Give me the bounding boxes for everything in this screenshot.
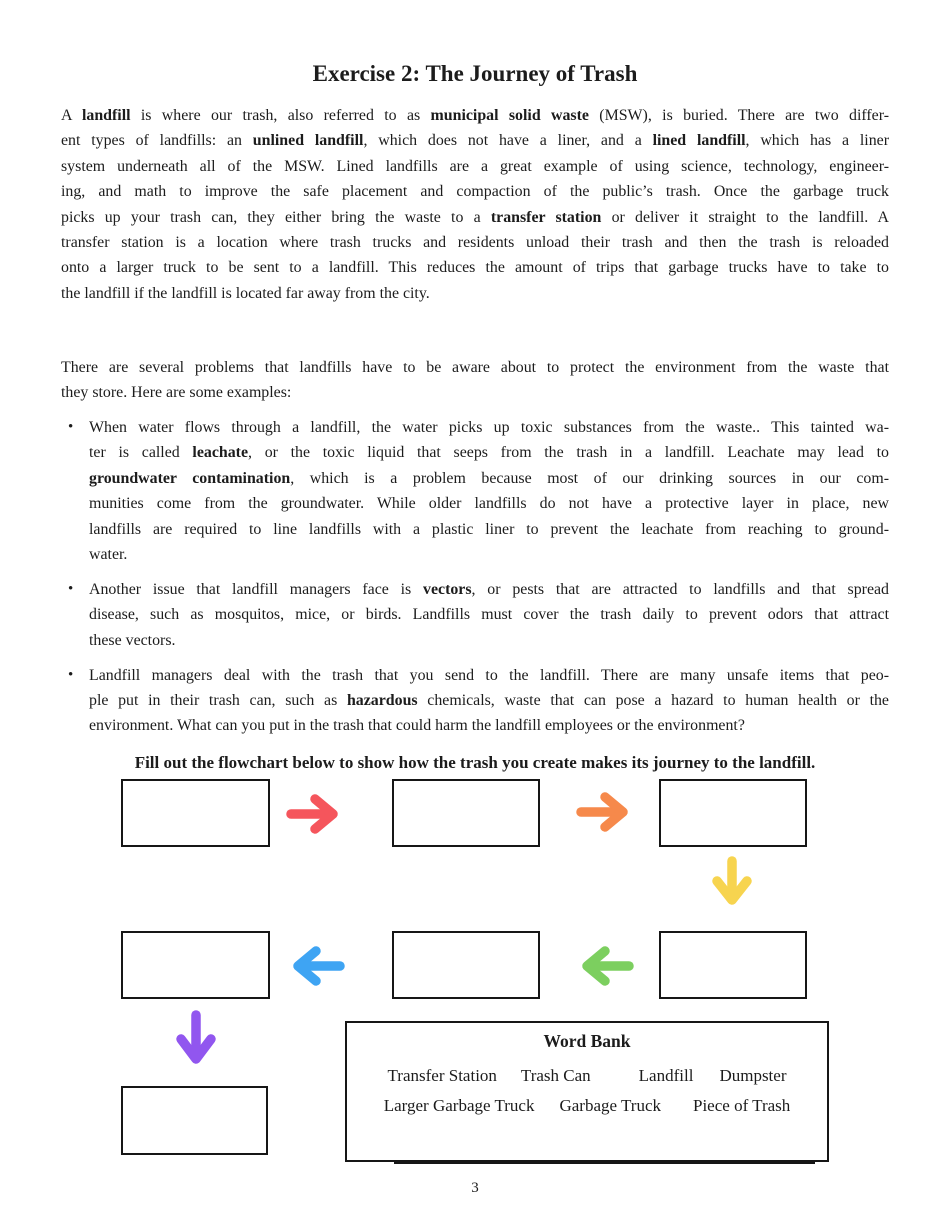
word-landfill: Landfill	[638, 1066, 694, 1085]
flowchart-box-5[interactable]	[392, 931, 540, 999]
flowchart-box-3[interactable]	[659, 779, 807, 847]
flowchart-box-4[interactable]	[121, 931, 270, 999]
intro-paragraph: A landfill is where our trash, also refe…	[61, 107, 889, 302]
arrow-right-orange-icon	[576, 792, 628, 832]
arrow-down-purple-icon	[176, 1010, 216, 1064]
word-bank: Word Bank Transfer Station Trash Can Lan…	[345, 1021, 829, 1162]
word-bank-row-1: Transfer Station Trash Can Landfill Dump…	[347, 1066, 827, 1086]
word-transfer-station: Transfer Station	[387, 1066, 497, 1085]
arrow-down-yellow-icon	[712, 856, 752, 905]
page-title: Exercise 2: The Journey of Trash	[312, 61, 638, 86]
bullet-hazardous: Landfill managers deal with the trash th…	[61, 663, 889, 739]
word-dumpster: Dumpster	[719, 1066, 787, 1085]
word-bank-row-2: Larger Garbage Truck Garbage Truck Piece…	[347, 1096, 827, 1116]
word-larger-garbage-truck: Larger Garbage Truck	[383, 1096, 535, 1115]
arrow-right-red-icon	[286, 794, 338, 834]
word-bank-title: Word Bank	[543, 1031, 631, 1051]
page-number: 3	[471, 1180, 479, 1196]
word-trash-can: Trash Can	[520, 1066, 591, 1085]
bullet-leachate: When water flows through a landfill, the…	[61, 415, 889, 567]
word-bank-underline	[394, 1161, 815, 1164]
bullet-vectors: Another issue that landfill managers fac…	[61, 577, 889, 653]
arrow-left-blue-icon	[293, 946, 345, 986]
flowchart-box-2[interactable]	[392, 779, 540, 847]
word-piece-of-trash: Piece of Trash	[693, 1096, 791, 1115]
problems-bullet-list: When water flows through a landfill, the…	[61, 415, 889, 739]
flowchart-box-7[interactable]	[121, 1086, 268, 1155]
flowchart-box-1[interactable]	[121, 779, 270, 847]
problems-paragraph: There are several problems that landfill…	[61, 359, 889, 402]
word-garbage-truck: Garbage Truck	[559, 1096, 661, 1115]
arrow-left-green-icon	[582, 946, 634, 986]
flowchart-box-6[interactable]	[659, 931, 807, 999]
flowchart-instruction: Fill out the flowchart below to show how…	[134, 753, 816, 772]
